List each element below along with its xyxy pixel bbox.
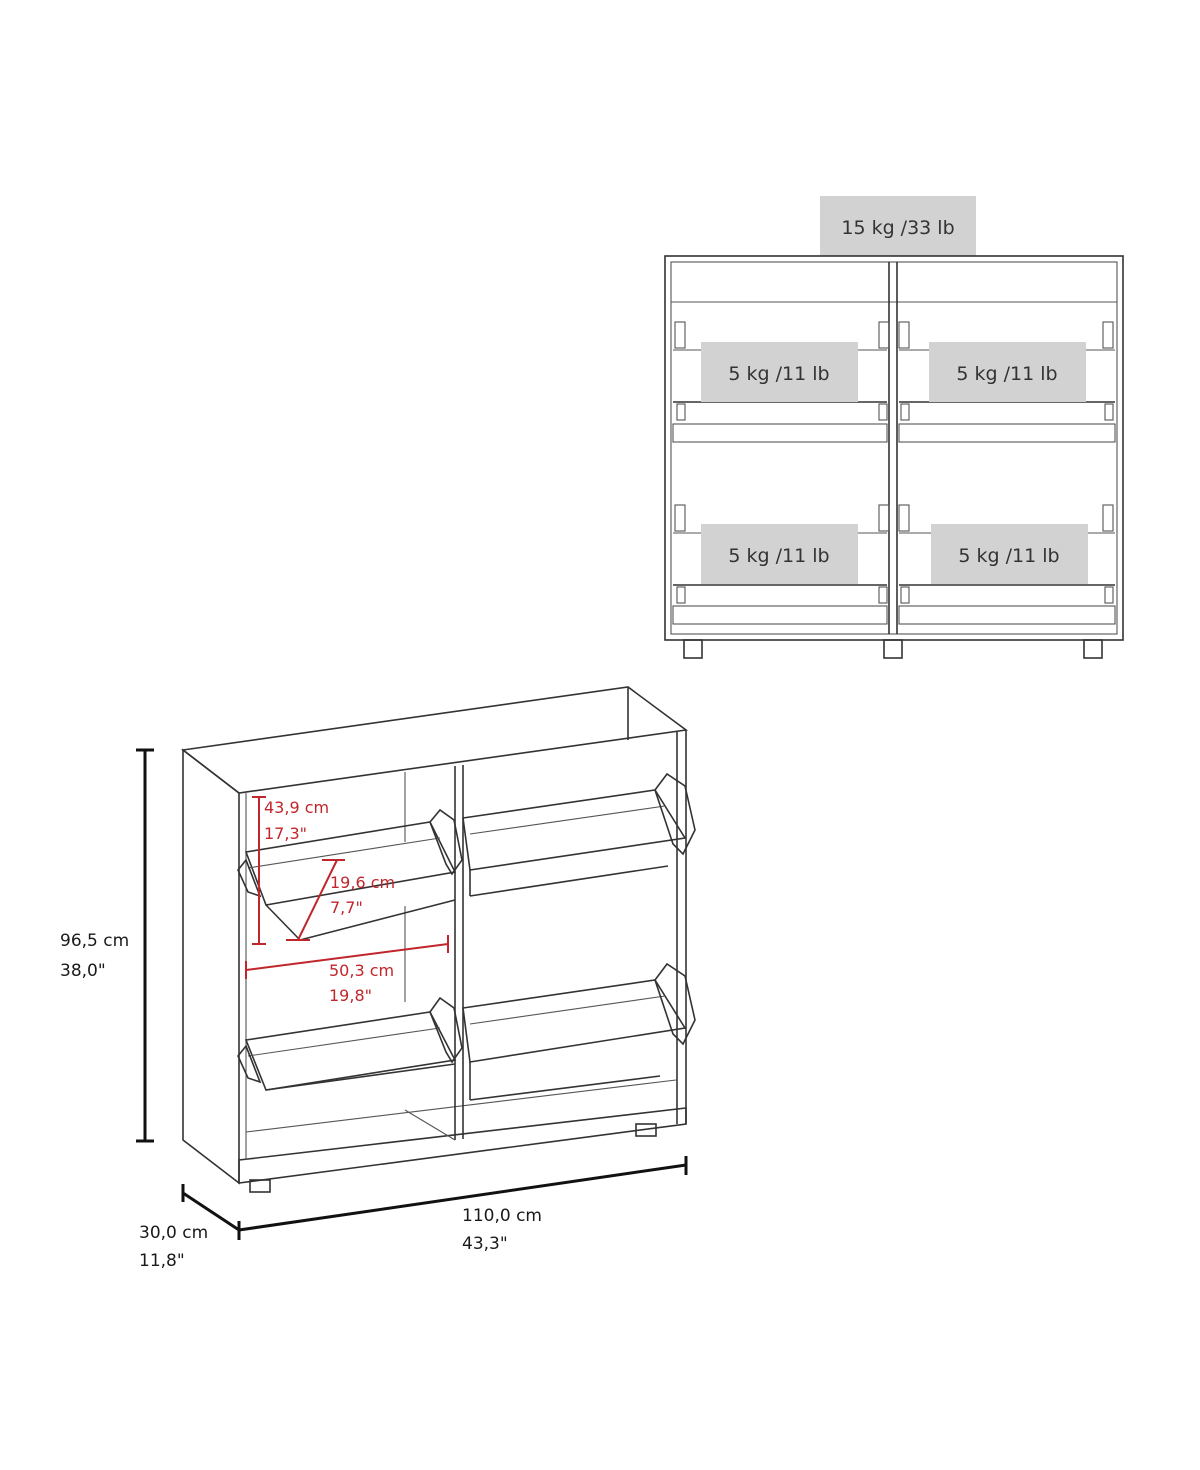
tray-lip [469, 1075, 661, 1101]
interior-height-dimension [252, 796, 266, 945]
front-hinges [674, 321, 1114, 604]
width-in-label: 43,3" [462, 1234, 508, 1254]
load-label-bottom-left: 5 kg /11 lb [728, 545, 829, 567]
tray-lip [265, 1063, 456, 1091]
depth-in-label: 11,8" [139, 1251, 185, 1271]
cabinet-base [238, 1107, 687, 1184]
front-foot-middle [883, 639, 903, 659]
depth-cm-label: 30,0 cm [139, 1223, 208, 1243]
drawer-depth-in-label: 7,7" [330, 898, 363, 917]
tray-lip [299, 899, 456, 941]
front-tray-front [672, 605, 888, 625]
front-view: 15 kg /33 lb [664, 196, 1124, 659]
top-load-box [820, 196, 976, 256]
front-foot-right [1083, 639, 1103, 659]
load-label-bottom-right: 5 kg /11 lb [958, 545, 1059, 567]
load-label-top-right: 5 kg /11 lb [956, 363, 1057, 385]
hinge-mechanisms [237, 772, 696, 1084]
foot-front-left [249, 1179, 271, 1193]
tray-rail [247, 1027, 441, 1057]
cabinet-bottom-shelf [245, 1079, 677, 1133]
perspective-view [181, 686, 696, 1193]
interior-width-in-label: 19,8" [329, 986, 372, 1005]
width-dimension [238, 1156, 688, 1232]
tray-upper-right [462, 789, 687, 871]
depth-dimension [181, 1184, 241, 1240]
height-cm-label: 96,5 cm [60, 931, 129, 951]
tray-lip [265, 904, 301, 941]
drawer-depth-dimension [286, 859, 345, 941]
front-tray-front [898, 423, 1116, 443]
interior-width-dimension [245, 935, 449, 979]
height-dimension [136, 748, 154, 1143]
front-tray-front [672, 423, 888, 443]
tray-lower-right [462, 979, 687, 1063]
front-foot-left [683, 639, 703, 659]
drawer-depth-cm-label: 19,6 cm [330, 873, 395, 892]
load-box-bottom-right [931, 524, 1088, 584]
interior-width-cm-label: 50,3 cm [329, 961, 394, 980]
tray-rail [247, 837, 441, 869]
center-divider-foot [404, 1109, 456, 1141]
top-load-label: 15 kg /33 lb [841, 217, 954, 239]
tray-rail [469, 805, 666, 835]
cabinet-left-side [182, 748, 240, 1185]
cabinet-top [181, 686, 689, 794]
tray-rail [469, 995, 666, 1025]
load-box-top-left [701, 342, 858, 402]
load-box-top-right [929, 342, 1086, 402]
tray-lip [469, 865, 669, 897]
front-tray-front [898, 605, 1116, 625]
foot-front-right [635, 1123, 657, 1137]
load-label-top-left: 5 kg /11 lb [728, 363, 829, 385]
height-in-label: 38,0" [60, 961, 106, 981]
front-cabinet-inner [670, 261, 1118, 635]
tray-lower-left [244, 1011, 457, 1091]
interior-height-in-label: 17,3" [264, 824, 307, 843]
load-box-bottom-left [701, 524, 858, 584]
width-cm-label: 110,0 cm [462, 1206, 542, 1226]
interior-height-cm-label: 43,9 cm [264, 798, 329, 817]
